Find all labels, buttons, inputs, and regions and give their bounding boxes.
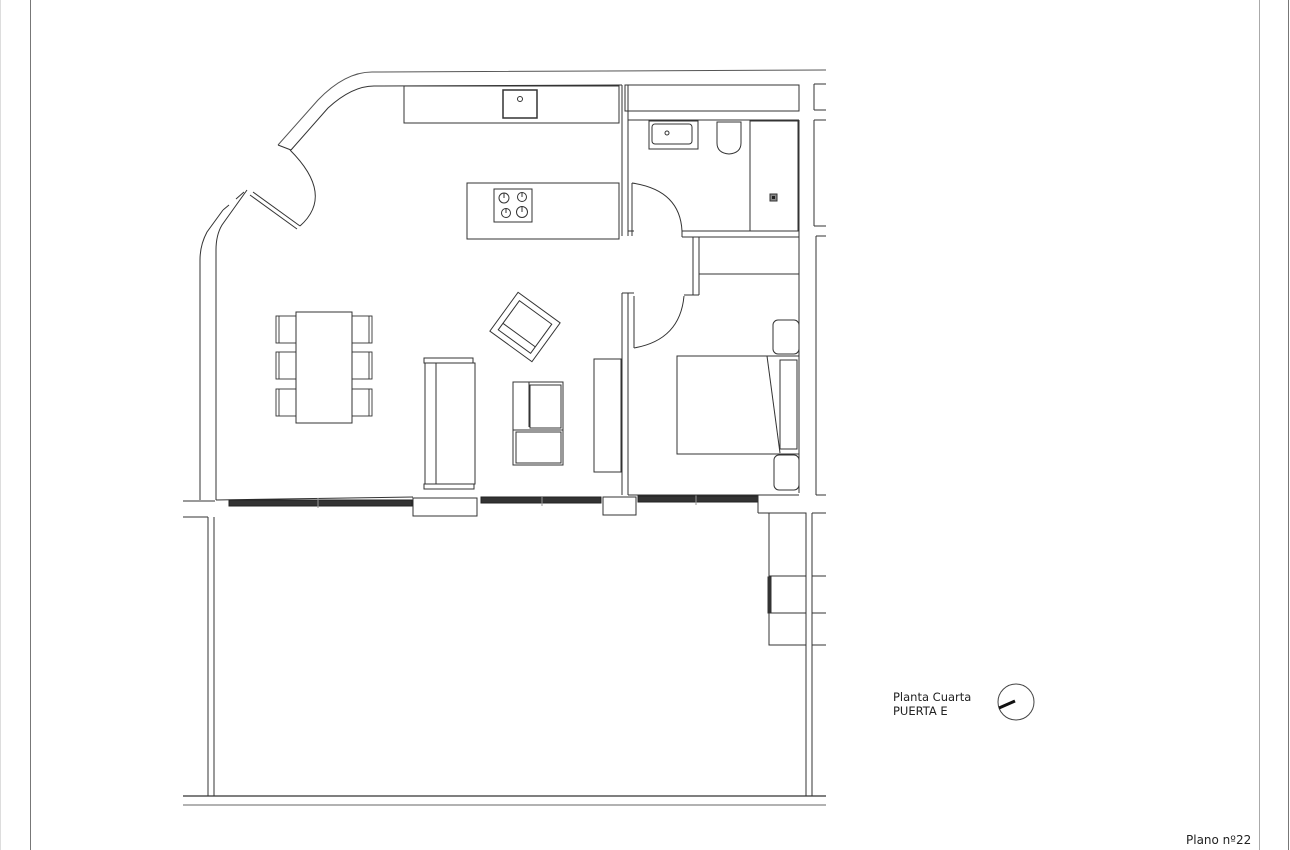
exterior-wall bbox=[183, 69, 827, 502]
nightstand bbox=[773, 454, 800, 491]
title-block: Planta Cuarta PUERTA E bbox=[893, 690, 971, 718]
bathroom bbox=[648, 120, 799, 232]
shower bbox=[749, 120, 799, 232]
unit-label: PUERTA E bbox=[893, 704, 948, 718]
armchair bbox=[512, 381, 564, 466]
entrance-door bbox=[249, 149, 316, 230]
bedroom bbox=[676, 236, 800, 491]
floor-label: Planta Cuarta bbox=[893, 690, 972, 704]
kitchen-island bbox=[466, 182, 620, 240]
terrace bbox=[183, 512, 826, 806]
nightstand bbox=[772, 319, 800, 355]
kitchen-counter bbox=[403, 85, 620, 124]
sheet-number: Plano nº22 bbox=[1186, 833, 1252, 847]
double-bed bbox=[676, 355, 800, 455]
frame-border-left bbox=[30, 0, 31, 850]
north-arrow-icon bbox=[997, 683, 1035, 721]
sofa bbox=[423, 357, 476, 490]
frame-border-right bbox=[1259, 0, 1260, 850]
washbasin bbox=[648, 120, 699, 150]
page-edge bbox=[0, 0, 1, 850]
bedroom-door bbox=[633, 295, 685, 349]
sink bbox=[502, 89, 538, 119]
interior-walls bbox=[621, 83, 826, 496]
toilet bbox=[716, 121, 742, 155]
rotated-armchair bbox=[489, 291, 561, 363]
dining-set bbox=[275, 311, 373, 424]
facade-windows bbox=[215, 494, 806, 517]
frame-border-right-outer bbox=[1288, 0, 1289, 850]
cooktop bbox=[493, 188, 533, 223]
dining-table bbox=[295, 311, 353, 424]
tv-unit bbox=[593, 358, 622, 473]
bathroom-door bbox=[631, 182, 683, 236]
wardrobe bbox=[698, 236, 800, 275]
